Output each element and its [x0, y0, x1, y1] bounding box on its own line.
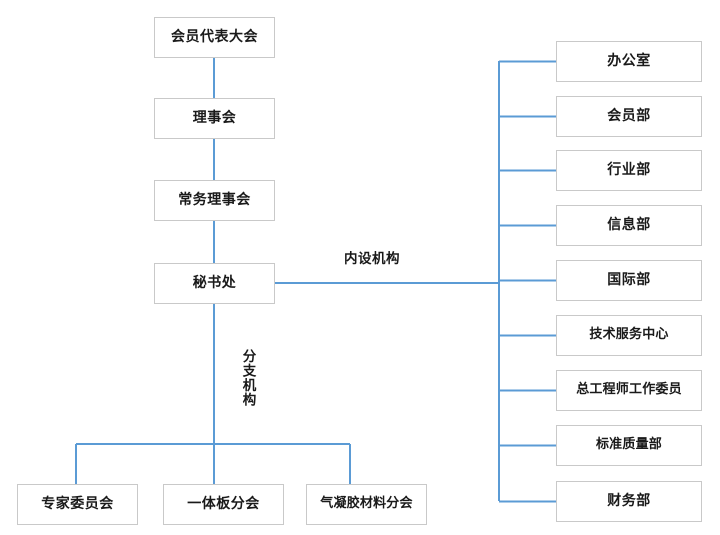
node-label: 标准质量部 [595, 437, 662, 453]
node-technical-service-center[interactable]: 技术服务中心 [556, 315, 702, 356]
node-assembly[interactable]: 会员代表大会 [154, 17, 275, 58]
node-integrated-panel-branch[interactable]: 一体板分会 [163, 484, 284, 525]
node-standard-quality-dept[interactable]: 标准质量部 [556, 425, 702, 466]
node-label: 行业部 [607, 161, 651, 178]
node-standing-council[interactable]: 常务理事会 [154, 180, 275, 221]
node-office[interactable]: 办公室 [556, 41, 702, 82]
node-label: 技术服务中心 [589, 327, 669, 343]
node-chief-engineer-committee[interactable]: 总工程师工作委员 [556, 370, 702, 411]
node-label: 国际部 [607, 271, 651, 288]
node-label: 气凝胶材料分会 [320, 496, 413, 512]
node-membership-dept[interactable]: 会员部 [556, 96, 702, 137]
node-information-dept[interactable]: 信息部 [556, 205, 702, 246]
node-industry-dept[interactable]: 行业部 [556, 150, 702, 191]
node-label: 会员部 [607, 107, 651, 124]
node-label: 秘书处 [192, 274, 237, 291]
node-secretariat[interactable]: 秘书处 [154, 263, 275, 304]
node-label: 理事会 [192, 109, 237, 126]
node-international-dept[interactable]: 国际部 [556, 260, 702, 301]
group-label-branch-organizations: 分支机构 [239, 349, 256, 407]
node-council[interactable]: 理事会 [154, 98, 275, 139]
node-label: 专家委员会 [41, 495, 114, 512]
node-label: 信息部 [607, 216, 651, 233]
node-label: 一体板分会 [187, 495, 260, 512]
node-label: 办公室 [607, 52, 651, 69]
node-aerogel-material-branch[interactable]: 气凝胶材料分会 [306, 484, 427, 525]
node-expert-committee[interactable]: 专家委员会 [17, 484, 138, 525]
node-label: 常务理事会 [178, 191, 251, 208]
node-label: 总工程师工作委员 [576, 382, 682, 398]
group-label-internal-departments: 内设机构 [344, 247, 400, 267]
node-label: 会员代表大会 [171, 28, 258, 45]
node-finance-dept[interactable]: 财务部 [556, 481, 702, 522]
node-label: 财务部 [607, 492, 651, 509]
